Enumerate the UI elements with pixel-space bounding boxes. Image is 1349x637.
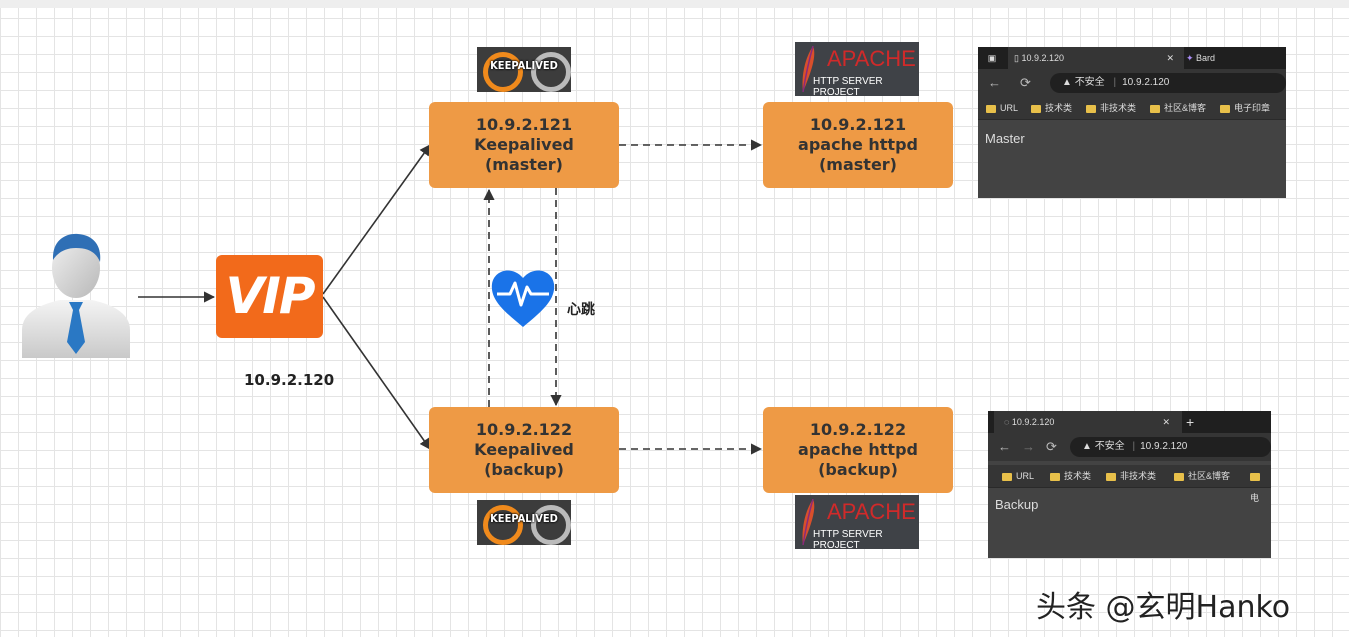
security-label: 不安全 bbox=[1094, 441, 1125, 452]
address-bar: ← ⟳ ▲ 不安全 |10.9.2.120 bbox=[978, 69, 1286, 97]
edge-vip-master bbox=[322, 144, 431, 295]
bookmark-item[interactable]: 技术类 bbox=[1050, 465, 1091, 487]
watermark: 头条 @玄明Hanko bbox=[1036, 590, 1291, 625]
address-bar: ← → ⟳ ▲ 不安全 |10.9.2.120 bbox=[988, 433, 1271, 461]
tab-strip: ◌ 10.9.2.120 ✕ + bbox=[988, 411, 1271, 433]
node-service: Keepalived bbox=[474, 135, 574, 154]
keepalived-master-node: 10.9.2.121 Keepalived (master) bbox=[429, 102, 619, 188]
apache-logo-subtitle: HTTP SERVER PROJECT bbox=[813, 529, 883, 551]
sparkle-icon: ✦ bbox=[1186, 53, 1197, 63]
node-service: Keepalived bbox=[474, 440, 574, 459]
bookmarks-bar: URL 技术类 非技术类 社区&博客 电子印章 bbox=[978, 97, 1286, 120]
folder-icon bbox=[1250, 472, 1260, 481]
reload-icon[interactable]: ⟳ bbox=[1020, 75, 1031, 90]
apache-logo-subtitle: HTTP SERVER PROJECT bbox=[813, 76, 883, 98]
page-content: Backup bbox=[995, 497, 1039, 512]
tab-strip: ▣ ▯ 10.9.2.120 ✕ ✦ Bard bbox=[978, 47, 1286, 69]
apache-logo-title: APACHE bbox=[827, 46, 916, 71]
tab-close-icon[interactable]: ✕ bbox=[1166, 53, 1174, 63]
keepalived-backup-node: 10.9.2.122 Keepalived (backup) bbox=[429, 407, 619, 493]
url-box[interactable]: ▲ 不安全 |10.9.2.120 bbox=[1050, 73, 1286, 93]
folder-icon bbox=[1150, 104, 1160, 113]
browser-backup-screenshot: ◌ 10.9.2.120 ✕ + ← → ⟳ ▲ 不安全 |10.9.2.120… bbox=[988, 411, 1271, 558]
tab-title: 10.9.2.120 bbox=[1021, 53, 1064, 63]
tab-title: Bard bbox=[1196, 53, 1216, 63]
page-icon: ◌ bbox=[1004, 417, 1012, 427]
node-role: (backup) bbox=[818, 460, 898, 479]
keepalived-logo-bottom: KEEPALIVED bbox=[477, 500, 571, 545]
folder-icon bbox=[986, 104, 996, 113]
node-role: (master) bbox=[818, 155, 897, 174]
forward-icon[interactable]: → bbox=[1022, 439, 1035, 454]
back-icon[interactable]: ← bbox=[998, 439, 1011, 454]
apache-logo-bottom: APACHE HTTP SERVER PROJECT bbox=[795, 495, 919, 551]
node-ip: 10.9.2.122 bbox=[809, 420, 907, 439]
back-icon[interactable]: ← bbox=[988, 75, 1001, 90]
node-ip: 10.9.2.122 bbox=[475, 420, 573, 439]
tab-close-icon[interactable]: ✕ bbox=[1162, 417, 1170, 427]
edge-vip-backup bbox=[322, 296, 431, 450]
node-ip: 10.9.2.121 bbox=[809, 115, 907, 134]
tab-title: 10.9.2.120 bbox=[1011, 417, 1055, 427]
reload-icon[interactable]: ⟳ bbox=[1046, 439, 1057, 454]
folder-icon bbox=[1106, 472, 1116, 481]
top-bar bbox=[0, 0, 1349, 8]
bookmark-item[interactable]: URL bbox=[1002, 465, 1034, 487]
heartbeat-label: 心跳 bbox=[567, 302, 595, 318]
url-text: 10.9.2.120 bbox=[1140, 441, 1188, 452]
folder-icon bbox=[1220, 104, 1230, 113]
folder-icon bbox=[1002, 472, 1012, 481]
node-service: apache httpd bbox=[798, 440, 918, 459]
keepalived-logo-text: KEEPALIVED bbox=[490, 512, 558, 525]
user-avatar-icon bbox=[22, 233, 130, 358]
tab-active[interactable]: ◌ 10.9.2.120 ✕ bbox=[994, 411, 1182, 433]
warning-icon: ▲ bbox=[1062, 77, 1075, 88]
page-icon: ▯ bbox=[1014, 53, 1022, 63]
security-label: 不安全 bbox=[1074, 77, 1105, 88]
node-ip: 10.9.2.121 bbox=[475, 115, 573, 134]
apache-logo-title: APACHE bbox=[827, 499, 916, 524]
tab-menu-icon[interactable]: ▣ bbox=[987, 53, 997, 63]
apache-master-node: 10.9.2.121 apache httpd (master) bbox=[763, 102, 953, 188]
bookmark-item[interactable]: 技术类 bbox=[1031, 97, 1072, 119]
vip-ip-label: 10.9.2.120 bbox=[244, 371, 335, 389]
folder-icon bbox=[1174, 472, 1184, 481]
node-role: (backup) bbox=[484, 460, 564, 479]
keepalived-logo-text: KEEPALIVED bbox=[490, 59, 558, 72]
apache-logo-top: APACHE HTTP SERVER PROJECT bbox=[795, 42, 919, 98]
apache-backup-node: 10.9.2.122 apache httpd (backup) bbox=[763, 407, 953, 493]
url-box[interactable]: ▲ 不安全 |10.9.2.120 bbox=[1070, 437, 1271, 457]
keepalived-logo-top: KEEPALIVED bbox=[477, 47, 571, 92]
vip-badge: VIP bbox=[216, 255, 323, 338]
vip-text: VIP bbox=[225, 267, 316, 325]
tab-bard[interactable]: ✦ Bard bbox=[1186, 47, 1286, 69]
node-role: (master) bbox=[484, 155, 563, 174]
warning-icon: ▲ bbox=[1082, 441, 1095, 452]
page-content: Master bbox=[985, 131, 1025, 146]
heartbeat-heart-icon bbox=[491, 270, 555, 327]
bookmark-item[interactable]: 社区&博客 bbox=[1150, 97, 1206, 119]
bookmark-item[interactable]: 非技术类 bbox=[1106, 465, 1156, 487]
bookmark-item[interactable]: URL bbox=[986, 97, 1018, 119]
folder-icon bbox=[1086, 104, 1096, 113]
bookmark-item[interactable]: 社区&博客 bbox=[1174, 465, 1230, 487]
browser-master-screenshot: ▣ ▯ 10.9.2.120 ✕ ✦ Bard ← ⟳ ▲ 不安全 |10.9.… bbox=[978, 47, 1286, 198]
url-text: 10.9.2.120 bbox=[1122, 77, 1170, 88]
apache-feather-icon bbox=[802, 499, 815, 545]
bookmark-item[interactable]: 电 bbox=[1250, 465, 1271, 509]
tab-active[interactable]: ▯ 10.9.2.120 ✕ bbox=[1008, 47, 1184, 69]
bookmark-item[interactable]: 非技术类 bbox=[1086, 97, 1136, 119]
node-service: apache httpd bbox=[798, 135, 918, 154]
new-tab-button[interactable]: + bbox=[1186, 414, 1195, 430]
folder-icon bbox=[1031, 104, 1041, 113]
apache-feather-icon bbox=[802, 46, 815, 92]
folder-icon bbox=[1050, 472, 1060, 481]
bookmarks-bar: URL 技术类 非技术类 社区&博客 电 bbox=[988, 465, 1271, 503]
bookmark-item[interactable]: 电子印章 bbox=[1220, 97, 1270, 119]
